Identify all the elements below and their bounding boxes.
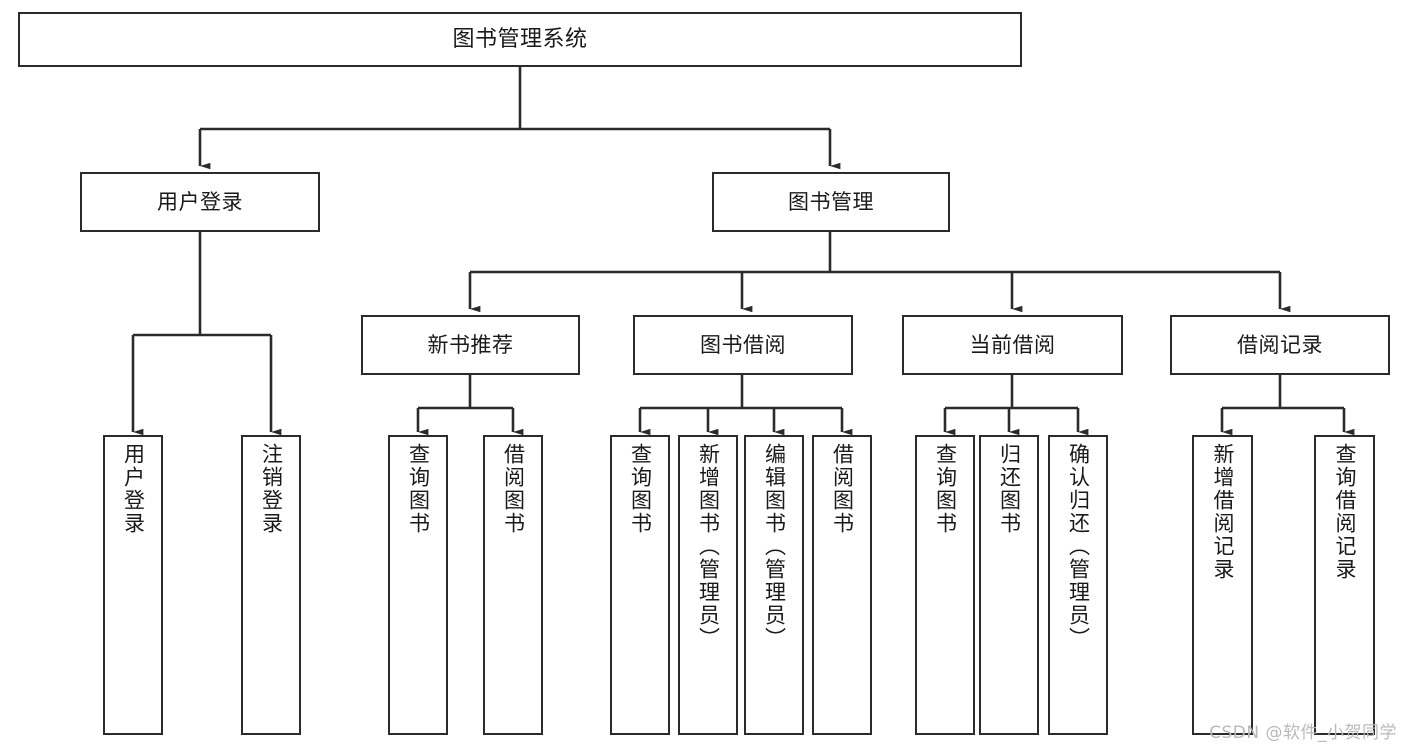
- node-label: 归还图书: [997, 443, 1022, 535]
- node-label: 借阅图书: [501, 443, 526, 535]
- node-label: 图书管理: [788, 189, 874, 214]
- node-root-system[interactable]: 图书管理系统: [18, 12, 1022, 67]
- node-label: 图书管理系统: [452, 26, 588, 52]
- node-label: 图书借阅: [700, 332, 786, 357]
- node-user-login[interactable]: 用户登录: [80, 172, 320, 232]
- node-label: 用户登录: [121, 443, 146, 535]
- node-label: 新增借阅记录: [1211, 443, 1235, 581]
- node-label: 查询图书: [933, 443, 958, 535]
- node-label: 新增图书（管理员）: [696, 443, 721, 650]
- node-label: 借阅图书: [830, 443, 855, 535]
- leaf-recommend-borrow-book[interactable]: 借阅图书: [483, 435, 543, 735]
- node-label: 借阅记录: [1237, 332, 1323, 357]
- leaf-user-login-login[interactable]: 用户登录: [103, 435, 163, 735]
- leaf-borrow-borrow-book[interactable]: 借阅图书: [812, 435, 872, 735]
- node-book-borrow[interactable]: 图书借阅: [633, 315, 853, 375]
- leaf-current-confirm-return-admin[interactable]: 确认归还（管理员）: [1048, 435, 1108, 735]
- node-label: 确认归还（管理员）: [1066, 443, 1091, 650]
- leaf-recommend-query-book[interactable]: 查询图书: [388, 435, 448, 735]
- node-new-book-recommend[interactable]: 新书推荐: [361, 315, 580, 375]
- node-label: 查询图书: [628, 443, 653, 535]
- leaf-borrow-edit-book-admin[interactable]: 编辑图书（管理员）: [744, 435, 804, 735]
- node-label: 查询图书: [406, 443, 431, 535]
- node-book-management[interactable]: 图书管理: [712, 172, 950, 232]
- leaf-current-return-book[interactable]: 归还图书: [979, 435, 1039, 735]
- node-label: 用户登录: [157, 189, 243, 214]
- leaf-current-query-book[interactable]: 查询图书: [915, 435, 975, 735]
- node-borrow-record[interactable]: 借阅记录: [1170, 315, 1390, 375]
- node-label: 新书推荐: [427, 332, 514, 357]
- node-label: 注销登录: [259, 443, 284, 535]
- leaf-user-login-logout[interactable]: 注销登录: [241, 435, 301, 735]
- leaf-record-query-record[interactable]: 查询借阅记录: [1314, 435, 1375, 735]
- leaf-borrow-add-book-admin[interactable]: 新增图书（管理员）: [678, 435, 738, 735]
- node-label: 编辑图书（管理员）: [762, 443, 787, 650]
- leaf-record-add-record[interactable]: 新增借阅记录: [1192, 435, 1253, 735]
- node-label: 查询借阅记录: [1333, 443, 1357, 581]
- leaf-borrow-query-book[interactable]: 查询图书: [610, 435, 670, 735]
- watermark: CSDN @软件_小贺同学: [1209, 723, 1397, 743]
- node-label: 当前借阅: [969, 332, 1056, 357]
- node-current-borrow[interactable]: 当前借阅: [902, 315, 1123, 375]
